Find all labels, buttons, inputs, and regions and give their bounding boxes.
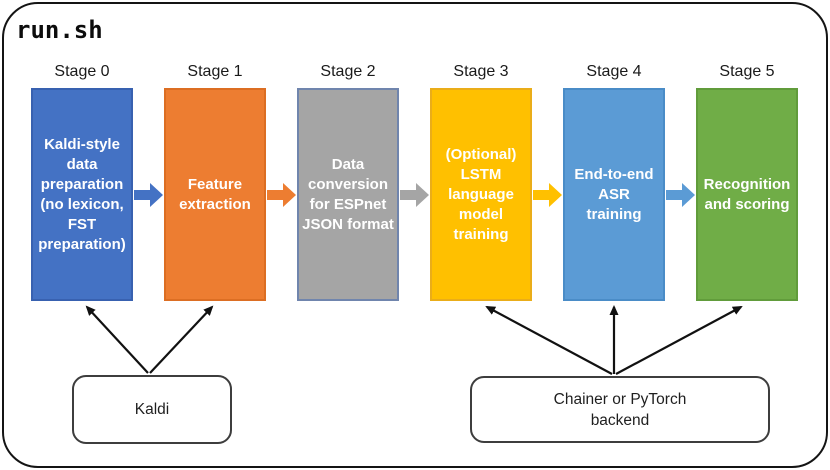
kaldi-backend-label: Kaldi bbox=[134, 401, 170, 418]
stage-1-box: Feature extraction bbox=[164, 88, 266, 301]
flow-arrow-stage1-stage2-icon bbox=[267, 183, 296, 207]
arrow-kaldi-to-stage0 bbox=[85, 305, 149, 374]
stage-0-text: Kaldi-style data preparation (no lexicon… bbox=[38, 135, 126, 253]
stage-2-text: Data conversion for ESPnet JSON format bbox=[302, 155, 394, 233]
stage-1-column: Stage 1 Feature extraction bbox=[164, 58, 266, 301]
stage-1-label: Stage 1 bbox=[187, 63, 243, 80]
stage-3-label: Stage 3 bbox=[453, 63, 509, 80]
stage-3-box: (Optional) LSTM language model training bbox=[430, 88, 532, 301]
stage-2-box: Data conversion for ESPnet JSON format bbox=[297, 88, 399, 301]
flow-arrow-stage3-stage4-icon bbox=[533, 183, 562, 207]
stage-1-text: Feature extraction bbox=[179, 175, 251, 213]
chainer-pytorch-backend-label: Chainer or PyTorch backend bbox=[553, 390, 687, 429]
script-title: run.sh bbox=[16, 16, 103, 44]
stage-0-column: Stage 0 Kaldi-style data preparation (no… bbox=[31, 58, 133, 301]
flow-arrow-stage2-stage3-icon bbox=[400, 183, 429, 207]
stage-4-column: Stage 4 End-to-end ASR training bbox=[563, 58, 665, 301]
stage-3-text: (Optional) LSTM language model training bbox=[445, 145, 517, 243]
flow-arrow-stage0-stage1-icon bbox=[134, 183, 163, 207]
stage-0-label: Stage 0 bbox=[54, 63, 110, 80]
chainer-pytorch-backend-box: Chainer or PyTorch backend bbox=[470, 376, 770, 443]
flow-arrow-stage4-stage5-icon bbox=[666, 183, 695, 207]
arrow-backend-to-stage5 bbox=[615, 306, 743, 375]
stage-5-label: Stage 5 bbox=[719, 63, 775, 80]
arrow-kaldi-to-stage1 bbox=[149, 305, 214, 374]
stage-2-label: Stage 2 bbox=[320, 63, 376, 80]
stage-5-column: Stage 5 Recognition and scoring bbox=[696, 58, 798, 301]
kaldi-backend-box: Kaldi bbox=[72, 375, 232, 444]
stage-4-text: End-to-end ASR training bbox=[574, 165, 654, 223]
stage-3-column: Stage 3 (Optional) LSTM language model t… bbox=[430, 58, 532, 301]
stage-0-box: Kaldi-style data preparation (no lexicon… bbox=[31, 88, 133, 301]
stage-4-label: Stage 4 bbox=[586, 63, 642, 80]
stage-2-column: Stage 2 Data conversion for ESPnet JSON … bbox=[297, 58, 399, 301]
stage-4-box: End-to-end ASR training bbox=[563, 88, 665, 301]
stage-5-text: Recognition and scoring bbox=[703, 175, 791, 213]
arrow-backend-to-stage3 bbox=[485, 306, 613, 375]
stage-5-box: Recognition and scoring bbox=[696, 88, 798, 301]
